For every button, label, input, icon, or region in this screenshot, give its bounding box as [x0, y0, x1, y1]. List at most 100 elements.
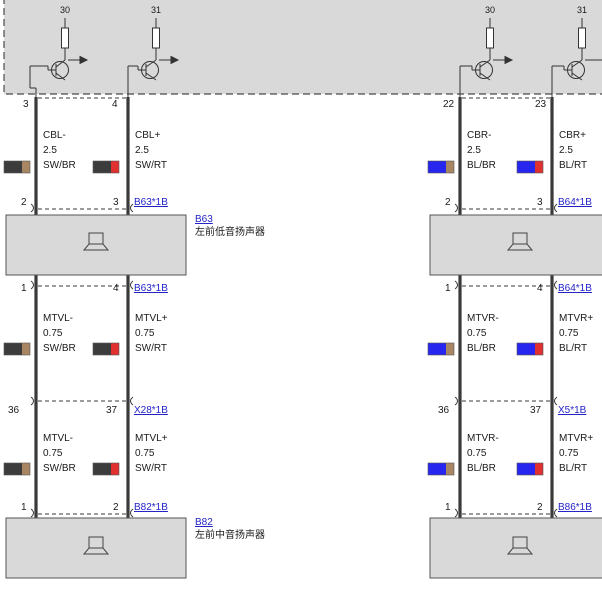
pin-label: 1	[21, 502, 27, 513]
connector-link[interactable]: X5*1B	[558, 405, 587, 416]
wire-swatch-primary	[428, 463, 446, 475]
wire-color: BL/BR	[467, 343, 496, 354]
connector-link[interactable]: B82*1B	[134, 502, 168, 513]
wire-swatch-border	[3, 462, 31, 476]
wire-bundle	[34, 97, 554, 518]
pin-label: 2	[21, 197, 27, 208]
wire-swatch-stripe	[446, 463, 454, 475]
pin-label: 30	[60, 5, 70, 15]
wire-swatch-stripe	[535, 463, 543, 475]
wire-size: 0.75	[559, 328, 579, 339]
wire-swatch-stripe	[22, 161, 30, 173]
pin-label: 3	[113, 197, 119, 208]
wire-swatch-border	[427, 160, 455, 174]
wire-name: CBR+	[559, 130, 586, 141]
pin-label: 1	[445, 502, 451, 513]
pin-label: 30	[485, 5, 495, 15]
wire-swatch-stripe	[111, 161, 119, 173]
wire-swatch-stripe	[446, 161, 454, 173]
speaker-right-upper[interactable]	[429, 214, 602, 276]
connector-link[interactable]: B63*1B	[134, 283, 168, 294]
wire-color: SW/RT	[135, 160, 167, 171]
pin-label: 1	[445, 283, 451, 294]
connector-ties	[30, 97, 558, 518]
transistor-icon	[29, 18, 89, 98]
component-description: 左前中音扬声器	[195, 528, 265, 541]
wire-name: MTVL+	[135, 433, 168, 444]
wire-swatch-stripe	[111, 463, 119, 475]
wire-size: 0.75	[43, 328, 63, 339]
wire-size: 0.75	[135, 328, 155, 339]
wire-name: CBL+	[135, 130, 160, 141]
wire-swatch-stripe	[22, 343, 30, 355]
pin-label: 23	[535, 99, 547, 110]
wire-swatch-primary	[517, 343, 535, 355]
wire-size: 0.75	[467, 328, 487, 339]
wire-color: BL/BR	[467, 463, 496, 474]
wire-color: BL/RT	[559, 343, 587, 354]
wire-size: 0.75	[559, 448, 579, 459]
wire-color: SW/BR	[43, 160, 76, 171]
wire-swatch-primary	[517, 161, 535, 173]
wire-swatch-primary	[4, 463, 22, 475]
wire-swatch-primary	[4, 343, 22, 355]
wire-size: 0.75	[43, 448, 63, 459]
wire-color: SW/BR	[43, 463, 76, 474]
pin-label: 4	[537, 283, 543, 294]
pin-label: 2	[537, 502, 543, 513]
pin-label: 36	[438, 405, 450, 416]
transistor-icon	[127, 18, 180, 98]
speaker-icon	[82, 232, 110, 251]
wire-name: MTVR+	[559, 433, 593, 444]
wire-swatch-primary	[93, 161, 111, 173]
wire-swatch-stripe	[22, 463, 30, 475]
wire-color: BL/BR	[467, 160, 496, 171]
pin-label: 36	[8, 405, 20, 416]
wire-size: 0.75	[135, 448, 155, 459]
wire-color: BL/RT	[559, 160, 587, 171]
wire-size: 0.75	[467, 448, 487, 459]
wire-swatch-stripe	[111, 343, 119, 355]
wire-size: 2.5	[467, 145, 481, 156]
wire-swatch-border	[516, 342, 544, 356]
wire-swatch-primary	[517, 463, 535, 475]
pin-label: 37	[530, 405, 542, 416]
pin-label: 22	[443, 99, 455, 110]
wire-swatch-border	[427, 342, 455, 356]
pin-label: 2	[445, 197, 451, 208]
connector-link[interactable]: B64*1B	[558, 197, 592, 208]
wire-swatch-border	[92, 342, 120, 356]
pin-label: 31	[151, 5, 161, 15]
wire-swatch-border	[92, 462, 120, 476]
pin-label: 3	[537, 197, 543, 208]
transistor-icon	[551, 18, 602, 98]
wire-size: 2.5	[43, 145, 57, 156]
transistor-icon	[459, 18, 514, 98]
pin-label: 31	[577, 5, 587, 15]
connector-link[interactable]: B64*1B	[558, 283, 592, 294]
connector-link[interactable]: B86*1B	[558, 502, 592, 513]
wire-swatch-primary	[428, 343, 446, 355]
wire-swatch-primary	[93, 343, 111, 355]
component-description: 左前低音扬声器	[195, 225, 265, 238]
connector-link[interactable]: B63*1B	[134, 197, 168, 208]
pin-label: 4	[113, 283, 119, 294]
speaker-icon	[82, 536, 110, 555]
wire-swatch-stripe	[535, 161, 543, 173]
connector-link[interactable]: X28*1B	[134, 405, 168, 416]
speaker-b63[interactable]	[5, 214, 187, 276]
wire-swatch-stripe	[535, 343, 543, 355]
wire-swatch-stripe	[446, 343, 454, 355]
wire-name: MTVL-	[43, 313, 73, 324]
wire-color: SW/RT	[135, 463, 167, 474]
component-id-link[interactable]: B63	[195, 214, 213, 225]
wire-swatch-border	[92, 160, 120, 174]
pin-label: 2	[113, 502, 119, 513]
component-id-link[interactable]: B82	[195, 517, 213, 528]
wire-color: SW/RT	[135, 343, 167, 354]
wire-swatch-border	[3, 342, 31, 356]
wire-color-swatches	[3, 160, 544, 476]
wire-name: MTVL-	[43, 433, 73, 444]
wire-name: CBR-	[467, 130, 491, 141]
